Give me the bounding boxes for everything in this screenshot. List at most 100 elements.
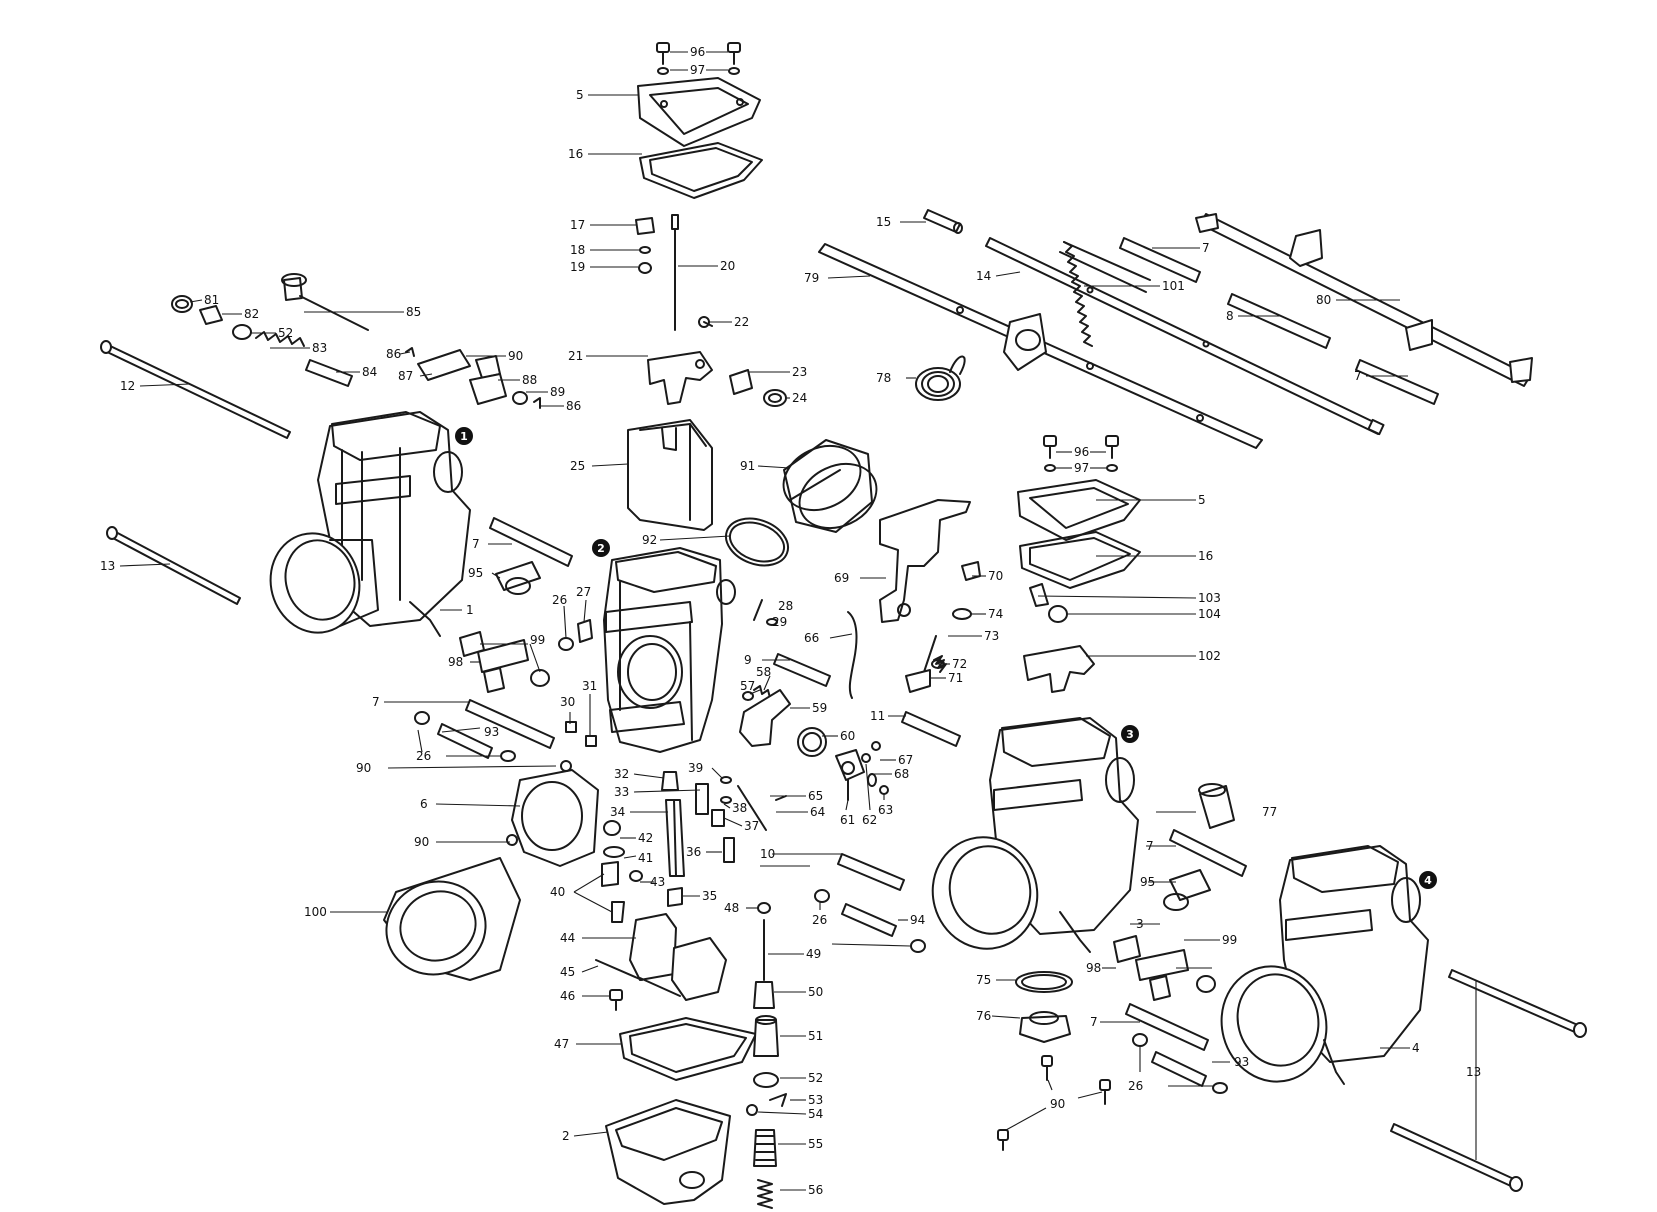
callout-39: 39	[688, 761, 703, 775]
callout-7-a: 7	[472, 537, 480, 551]
callout-labels: 96 97 5 16 17 18 19 20 22 21 23 24 25 91…	[100, 45, 1481, 1197]
callout-95-left: 95	[468, 566, 483, 580]
top-cover-5	[637, 77, 761, 147]
small-parts-86-90	[405, 347, 541, 409]
callout-73: 73	[984, 629, 999, 643]
callout-68: 68	[894, 767, 909, 781]
callout-96-right: 96	[1074, 445, 1089, 459]
callout-12: 12	[120, 379, 135, 393]
callout-91: 91	[740, 459, 755, 473]
callout-53: 53	[808, 1093, 823, 1107]
float-bowl-gasket-47	[619, 1017, 757, 1081]
callout-59: 59	[812, 701, 827, 715]
carburetor-body-4	[1220, 845, 1429, 1085]
carburetor-badge-3: 3	[1121, 725, 1139, 743]
callout-93-right: 93	[1234, 1055, 1249, 1069]
leader-lines	[119, 51, 1410, 1191]
callout-27: 27	[576, 585, 591, 599]
float-44	[595, 913, 727, 1001]
callout-88: 88	[522, 373, 537, 387]
callout-24: 24	[792, 391, 807, 405]
throttle-slide-25	[627, 419, 713, 531]
rods-12-13-left	[100, 340, 291, 605]
callout-18: 18	[570, 243, 585, 257]
callout-49: 49	[806, 947, 821, 961]
callout-76: 76	[976, 1009, 991, 1023]
callout-13-right: 13	[1466, 1065, 1481, 1079]
callout-93-left: 93	[484, 725, 499, 739]
pin-15	[923, 209, 963, 234]
callout-22: 22	[734, 315, 749, 329]
callout-58: 58	[756, 665, 771, 679]
callout-86-a: 86	[386, 347, 401, 361]
choke-parts-81-85	[171, 273, 369, 387]
oring-92	[725, 517, 789, 567]
callout-32: 32	[614, 767, 629, 781]
callout-38: 38	[732, 801, 747, 815]
sleeve-23-ring-24	[729, 369, 787, 407]
callout-85: 85	[406, 305, 421, 319]
callout-67: 67	[898, 753, 913, 767]
callout-29: 29	[772, 615, 787, 629]
callout-26-c: 26	[812, 913, 827, 927]
callout-33: 33	[614, 785, 629, 799]
carburetor-badge-4: 4	[1419, 871, 1437, 889]
callout-99-right: 99	[1222, 933, 1237, 947]
parts-bottom-right	[814, 889, 1228, 1151]
right-cover-group	[1017, 435, 1141, 693]
carburetor-body-2	[603, 547, 736, 753]
pins-7-9-11-left	[437, 517, 961, 759]
callout-48: 48	[724, 901, 739, 915]
callout-7-r2: 7	[1090, 1015, 1098, 1029]
callout-64: 64	[810, 805, 825, 819]
svg-text:3: 3	[1126, 728, 1134, 741]
callout-102: 102	[1198, 649, 1221, 663]
callout-61: 61	[840, 813, 855, 827]
callout-77: 77	[1262, 805, 1277, 819]
callout-98-right: 98	[1086, 961, 1101, 975]
bracket-21	[647, 351, 713, 405]
svg-text:4: 4	[1424, 874, 1432, 887]
callout-40: 40	[550, 885, 565, 899]
callout-52-left: 52	[278, 326, 293, 340]
screws-28-31	[565, 599, 778, 747]
pins-7-8-top	[1119, 237, 1439, 405]
callout-57: 57	[740, 679, 755, 693]
callout-31: 31	[582, 679, 597, 693]
callout-45: 45	[560, 965, 575, 979]
callout-98-left: 98	[448, 655, 463, 669]
callout-13-left: 13	[100, 559, 115, 573]
callout-6: 6	[420, 797, 428, 811]
callout-62: 62	[862, 813, 877, 827]
link-rod-66	[847, 611, 858, 699]
callout-74: 74	[988, 607, 1003, 621]
parts-70-74	[905, 561, 981, 693]
callout-26-b: 26	[552, 593, 567, 607]
callout-19: 19	[570, 260, 585, 274]
callout-69: 69	[834, 571, 849, 585]
rods-13-right	[1390, 969, 1587, 1192]
callout-90-right: 90	[1050, 1097, 1065, 1111]
callout-3: 3	[1136, 917, 1144, 931]
callout-21: 21	[568, 349, 583, 363]
jet-needle-20	[671, 214, 679, 331]
callout-26-a: 26	[416, 749, 431, 763]
callout-84: 84	[362, 365, 377, 379]
callout-42: 42	[638, 831, 653, 845]
callout-5-right: 5	[1198, 493, 1206, 507]
callout-10: 10	[760, 847, 775, 861]
callout-7-right-top: 7	[1354, 369, 1362, 383]
callout-97-top: 97	[690, 63, 705, 77]
jets-32-43	[601, 771, 787, 923]
carburetor-body-3	[931, 717, 1139, 953]
callout-87: 87	[398, 369, 413, 383]
float-bowl-2	[605, 1099, 731, 1205]
callout-83: 83	[312, 341, 327, 355]
carburetor-badge-1: 1	[455, 427, 473, 445]
callout-25: 25	[570, 459, 585, 473]
callout-2: 2	[562, 1129, 570, 1143]
bracket-69	[879, 499, 971, 623]
callout-23: 23	[792, 365, 807, 379]
callout-54: 54	[808, 1107, 823, 1121]
